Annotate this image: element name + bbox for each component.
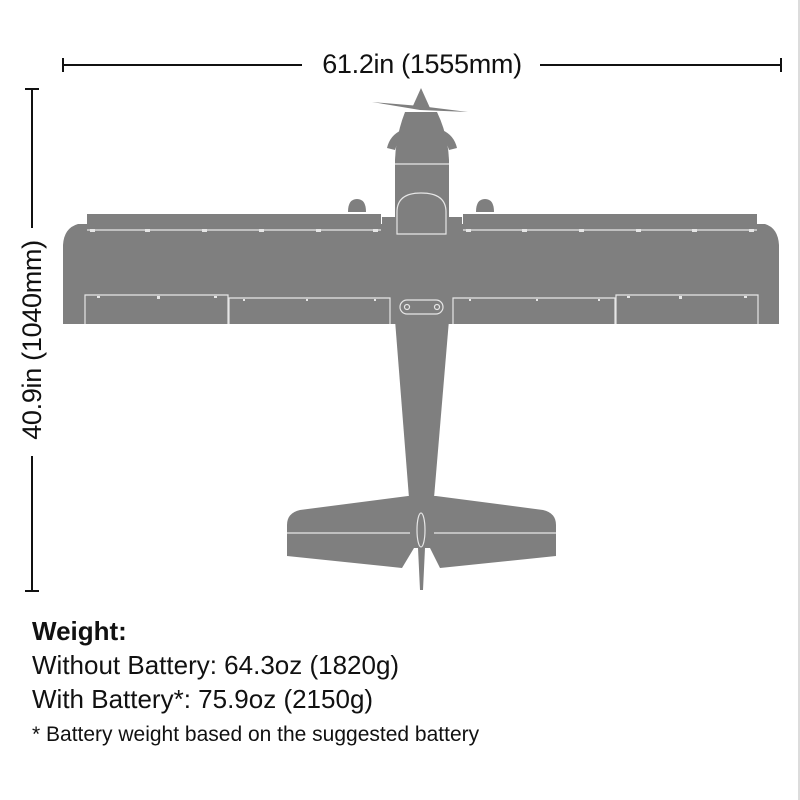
exhaust-left [387,130,402,150]
hinge [522,229,527,232]
airplane-diagram [63,88,779,590]
hinge [579,229,584,232]
weight-title: Weight: [32,616,127,646]
length-dimension: 40.9in (1040mm) [17,88,48,592]
hinge [243,299,245,301]
dimension-cap-bottom [25,590,39,592]
hinge [598,299,600,301]
tail-boom [395,320,449,498]
leading-edge-right [463,214,757,230]
weight-specs: Weight: Without Battery: 64.3oz (1820g) … [32,614,479,750]
dimension-line-right [540,64,782,66]
wing-bolt-right [433,303,441,311]
hinge [145,229,150,232]
hinge [692,229,697,232]
servo-horn [679,296,682,299]
dimension-line-top [31,88,33,228]
aileron-left [84,294,229,324]
wing-bump-right [476,199,494,212]
hinge [259,229,264,232]
hinge [749,229,754,232]
rudder [417,512,426,590]
hinge [97,296,100,298]
battery-footnote: * Battery weight based on the suggested … [32,723,480,746]
wing-bolt-left [403,303,411,311]
hinge [536,299,538,301]
hinge [202,229,207,232]
wingspan-dimension: 61.2in (1555mm) [62,49,782,79]
dimension-line-left [62,64,302,66]
canopy-outline [396,192,447,235]
hinge [316,229,321,232]
hinge [214,296,217,298]
aileron-right [615,294,759,324]
propeller [372,102,468,112]
flap-right [452,297,616,324]
hinge [627,296,630,298]
spinner [412,88,430,108]
wingspan-label: 61.2in (1555mm) [62,49,782,79]
hinge [374,299,376,301]
hinge [466,229,471,232]
servo-horn [157,296,160,299]
dimension-line-bottom [31,456,33,592]
vertical-fin-outline [416,512,426,548]
wing-bump-left [348,199,366,212]
hinge [636,229,641,232]
leading-edge-left [87,214,381,230]
weight-with-battery: With Battery*: 75.9oz (2150g) [32,684,374,714]
frame-edge [798,0,800,800]
main-wing [63,217,779,324]
hinge [306,299,308,301]
weight-without-battery: Without Battery: 64.3oz (1820g) [32,650,400,680]
wing-bolt-plate [399,299,444,315]
flap-left [228,297,391,324]
exhaust-right [442,130,457,150]
hinge [469,299,471,301]
hinge [744,296,747,298]
hinge [90,229,95,232]
dimension-cap-right [780,58,782,72]
hinge [373,229,378,232]
cabin [395,190,449,235]
